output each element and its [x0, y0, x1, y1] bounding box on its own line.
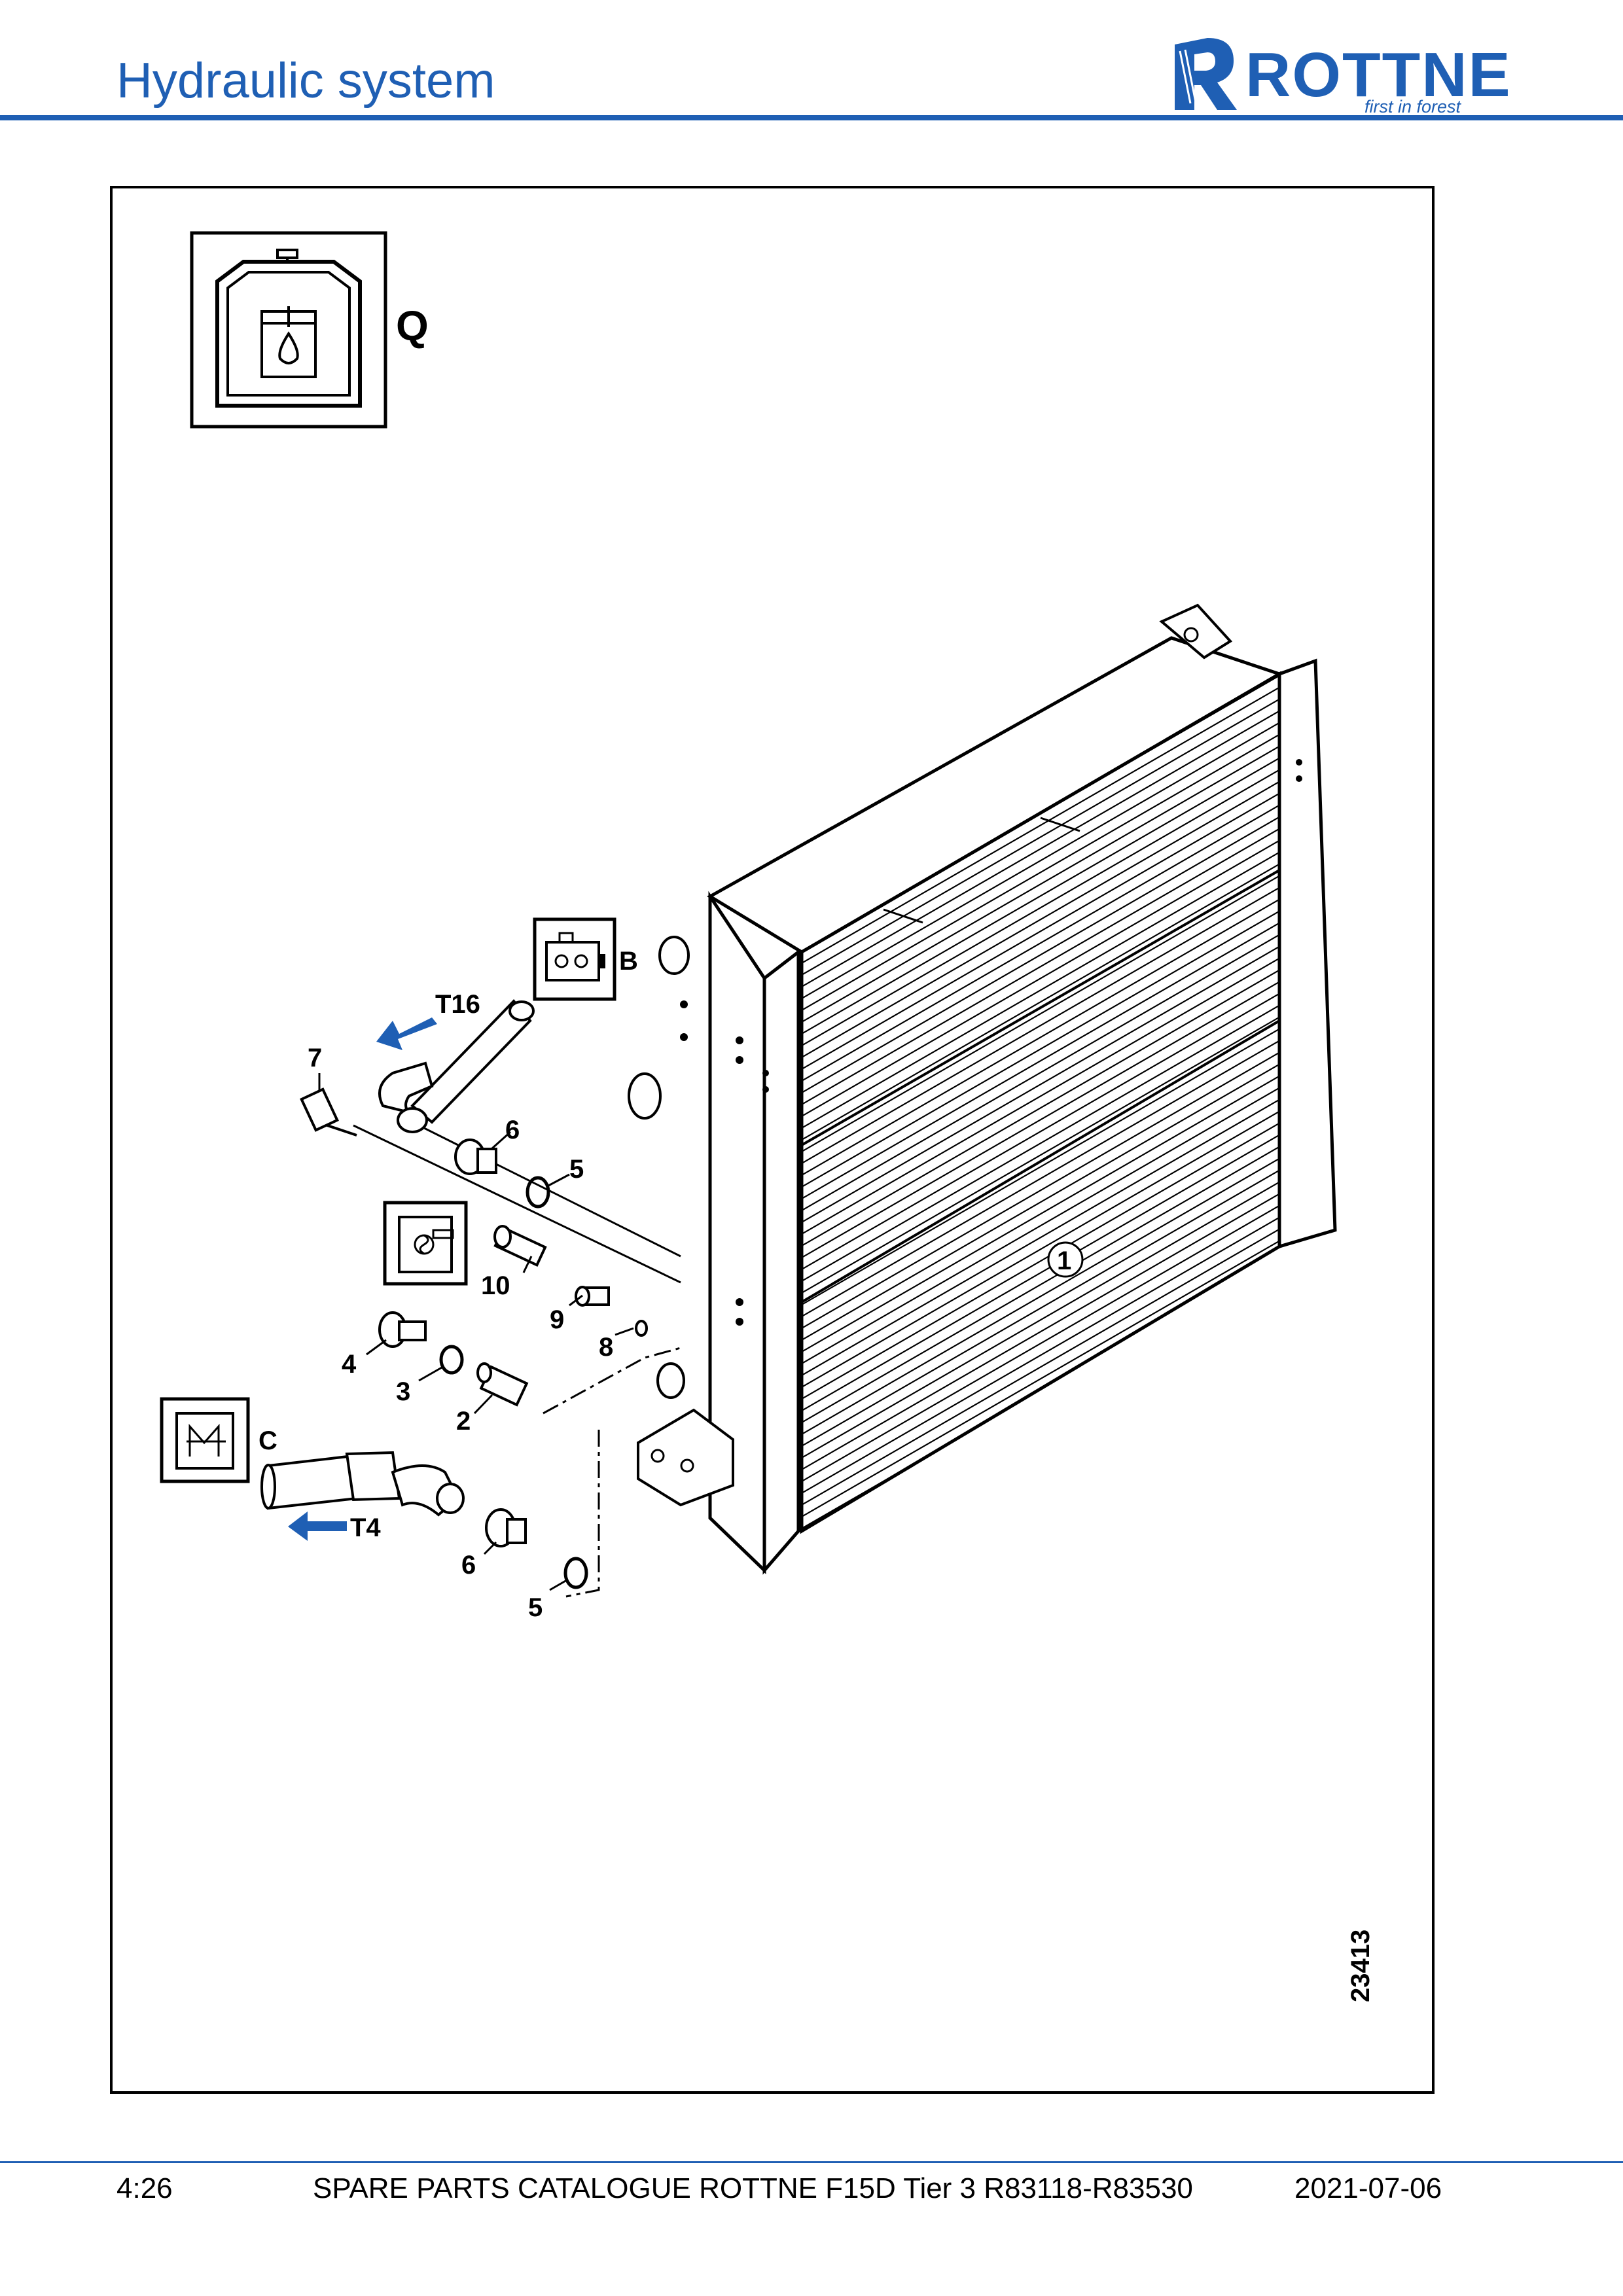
oil-cooler: [628, 603, 1337, 1575]
flow-arrow-t16: [376, 1017, 437, 1050]
part-10: [493, 1225, 547, 1267]
callout-1-circle: [1047, 1241, 1084, 1278]
callout-4: 4: [342, 1350, 357, 1379]
header-rule: [0, 115, 1623, 120]
motor-symbol-icon: [160, 1397, 250, 1483]
hydraulic-tank-symbol-icon: [190, 231, 387, 429]
callout-6a: 6: [505, 1116, 520, 1144]
part-2: [476, 1362, 529, 1407]
catalogue-date: 2021-07-06: [1294, 2172, 1442, 2204]
filter-block-symbol-icon: [533, 917, 616, 1001]
callout-9: 9: [550, 1305, 564, 1334]
symbol-c-label: C: [259, 1426, 277, 1455]
callout-leaders: [318, 1073, 634, 1591]
flow-arrow-t4: [288, 1511, 347, 1541]
callout-10: 10: [481, 1271, 510, 1300]
rottne-logo: ROTTNE first in forest: [1168, 31, 1522, 116]
flow-t4-label: T4: [350, 1513, 381, 1542]
o-ring-5b: [563, 1557, 588, 1589]
callout-7: 7: [308, 1044, 322, 1072]
callout-8: 8: [599, 1333, 613, 1362]
symbol-b-label: B: [619, 947, 638, 976]
figure-frame: [110, 186, 1435, 2094]
footer-rule: [0, 2161, 1623, 2163]
callout-3: 3: [396, 1377, 410, 1406]
callout-5a: 5: [569, 1155, 584, 1184]
fan-drive-symbol-icon: [383, 1201, 468, 1286]
o-ring-8: [635, 1320, 648, 1337]
callout-2: 2: [456, 1407, 471, 1436]
page-number: 4:26: [116, 2172, 173, 2204]
part-9: [575, 1286, 610, 1307]
logo-tagline: first in forest: [1364, 97, 1461, 116]
callout-1: 1: [1057, 1246, 1071, 1275]
rottne-r-mark-icon: [1175, 38, 1237, 110]
fitting-6b: [485, 1508, 527, 1547]
o-ring-5a: [526, 1176, 550, 1209]
o-ring-3: [439, 1345, 464, 1375]
fitting-6a: [454, 1139, 497, 1175]
callout-6b: 6: [461, 1551, 476, 1580]
part-4: [378, 1311, 427, 1348]
callout-5b: 5: [528, 1593, 543, 1622]
drawing-number: 23413: [1346, 1930, 1375, 2002]
logo-wordmark: ROTTNE: [1245, 40, 1512, 110]
page-title: Hydraulic system: [116, 53, 495, 109]
section-letter: Q: [396, 302, 429, 349]
hose-t16: [300, 999, 535, 1137]
flow-t16-label: T16: [435, 990, 480, 1019]
hose-t4: [260, 1451, 465, 1517]
catalogue-title: SPARE PARTS CATALOGUE ROTTNE F15D Tier 3…: [313, 2172, 1193, 2204]
